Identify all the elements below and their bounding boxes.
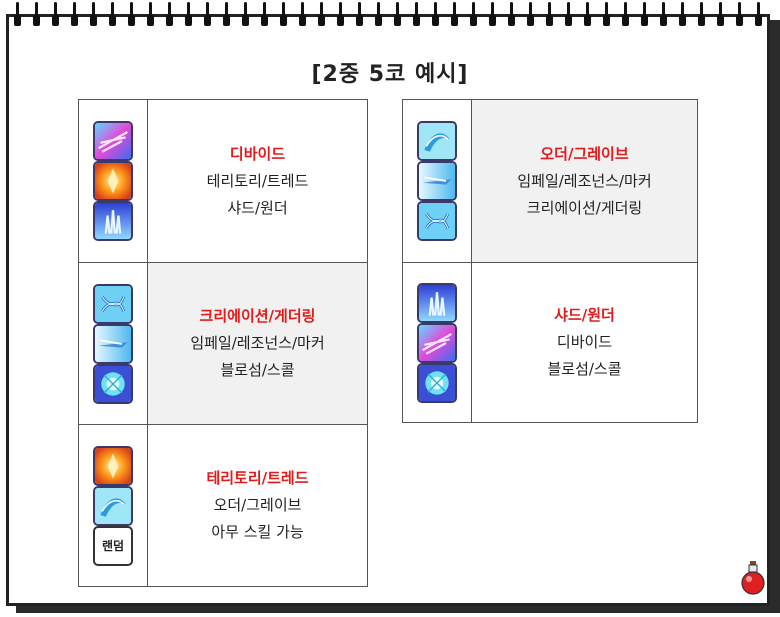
binding-ring — [546, 2, 553, 28]
main-skill-label: 크리에이션/게더링 — [199, 307, 316, 325]
binding-ring — [166, 2, 173, 28]
binding-ring — [622, 2, 629, 28]
combo-description: 크리에이션/게더링 임페일/레조넌스/마커 블로섬/스콜 — [147, 262, 368, 425]
skill-line: 테리토리/트레드 — [206, 171, 309, 190]
binding-ring — [280, 2, 287, 28]
divide-skill-icon — [417, 322, 457, 363]
combo-description: 디바이드 테리토리/트레드 샤드/원더 — [147, 99, 368, 263]
binding-ring — [204, 2, 211, 28]
skill-line: 임페일/레조넌스/마커 — [190, 334, 325, 352]
skill-line: 아무 스킬 가능 — [211, 523, 304, 541]
main-skill-label: 디바이드 — [229, 144, 286, 163]
skill-line: 크리에이션/게더링 — [526, 198, 643, 217]
divide-skill-icon — [93, 121, 133, 161]
binding-ring — [508, 2, 515, 28]
binding-ring — [337, 2, 344, 28]
combo-row: 샤드/원더 디바이드 블로섬/스콜 — [402, 262, 698, 423]
binding-ring — [451, 2, 458, 28]
binding-ring — [242, 2, 249, 28]
icon-cell — [78, 262, 148, 425]
icon-cell — [402, 99, 472, 263]
binding-ring — [527, 2, 534, 28]
combo-table-left: 디바이드 테리토리/트레드 샤드/원더 크리에이션/게더링 임페일/레조넌스/마… — [78, 99, 368, 587]
icon-cell — [402, 262, 472, 423]
page-title: [2중 5코 예시] — [311, 62, 469, 87]
binding-ring — [394, 2, 401, 28]
combo-row: 오더/그레이브 임페일/레조넌스/마커 크리에이션/게더링 — [402, 99, 698, 263]
binding-ring — [52, 2, 59, 28]
binding-ring — [755, 2, 762, 28]
binding-ring — [375, 2, 382, 28]
binding-ring — [565, 2, 572, 28]
random-icon: 랜덤 — [93, 525, 133, 566]
binding-ring — [717, 2, 724, 28]
binding-ring — [90, 2, 97, 28]
binding-ring — [33, 2, 40, 28]
binding-ring — [261, 2, 268, 28]
shard-skill-icon — [93, 201, 133, 241]
shard-skill-icon — [417, 282, 457, 323]
potion-icon — [741, 561, 765, 595]
combo-description: 테리토리/트레드 오더/그레이브 아무 스킬 가능 — [147, 424, 368, 587]
skill-line: 블로섬/스콜 — [547, 360, 622, 378]
order-skill-icon — [417, 121, 457, 161]
impale-skill-icon — [93, 323, 133, 364]
binding-ring — [660, 2, 667, 28]
binding-ring — [679, 2, 686, 28]
binding-ring — [736, 2, 743, 28]
main-skill-label: 샤드/원더 — [554, 306, 615, 324]
combo-row: 디바이드 테리토리/트레드 샤드/원더 — [78, 99, 368, 263]
skill-line: 블로섬/스콜 — [220, 361, 295, 379]
icon-cell: 랜덤 — [78, 424, 148, 587]
territory-skill-icon — [93, 161, 133, 201]
combo-table-right: 오더/그레이브 임페일/레조넌스/마커 크리에이션/게더링 샤드/원더 디바이드… — [402, 99, 698, 423]
binding-ring — [603, 2, 610, 28]
binding-ring — [128, 2, 135, 28]
main-skill-label: 테리토리/트레드 — [206, 469, 309, 487]
creation-skill-icon — [93, 283, 133, 324]
creation-skill-icon — [417, 201, 457, 241]
binding-ring — [641, 2, 648, 28]
binding-ring — [14, 2, 21, 28]
order-skill-icon — [93, 485, 133, 526]
binding-ring — [185, 2, 192, 28]
binding-ring — [356, 2, 363, 28]
binding-ring — [698, 2, 705, 28]
binding-ring — [584, 2, 591, 28]
impale-skill-icon — [417, 161, 457, 201]
skill-line: 디바이드 — [556, 333, 613, 351]
blossom-skill-icon — [93, 363, 133, 404]
binding-ring — [223, 2, 230, 28]
binding-ring — [432, 2, 439, 28]
binding-ring — [413, 2, 420, 28]
binding-ring — [318, 2, 325, 28]
skill-line: 임페일/레조넌스/마커 — [517, 171, 652, 190]
binding-ring — [299, 2, 306, 28]
skill-line: 샤드/원더 — [227, 198, 288, 217]
main-skill-label: 오더/그레이브 — [540, 144, 629, 163]
binding-ring — [470, 2, 477, 28]
combo-description: 샤드/원더 디바이드 블로섬/스콜 — [471, 262, 698, 423]
combo-row: 랜덤 테리토리/트레드 오더/그레이브 아무 스킬 가능 — [78, 424, 368, 587]
icon-cell — [78, 99, 148, 263]
binding-ring — [71, 2, 78, 28]
combo-row: 크리에이션/게더링 임페일/레조넌스/마커 블로섬/스콜 — [78, 262, 368, 425]
binding-ring — [489, 2, 496, 28]
spiral-binding — [14, 2, 774, 34]
combo-description: 오더/그레이브 임페일/레조넌스/마커 크리에이션/게더링 — [471, 99, 698, 263]
skill-line: 오더/그레이브 — [213, 496, 302, 514]
territory-skill-icon — [93, 445, 133, 486]
binding-ring — [147, 2, 154, 28]
blossom-skill-icon — [417, 362, 457, 403]
binding-ring — [109, 2, 116, 28]
